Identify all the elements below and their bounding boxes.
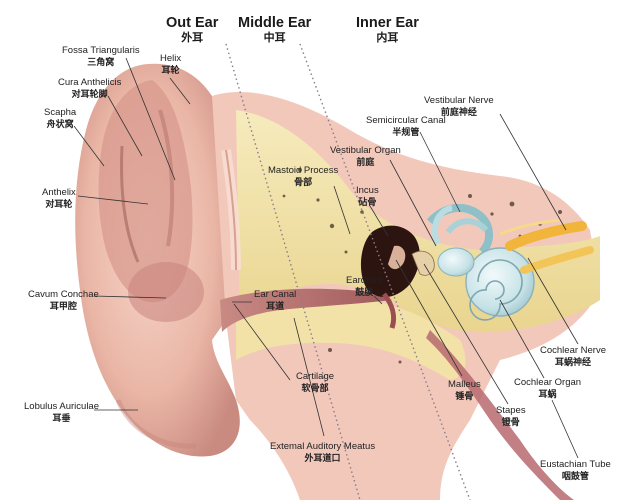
leader-vestibular-nerve — [499, 113, 567, 231]
label-cura-en: Cura Anthelicis — [58, 77, 122, 88]
leader-external — [293, 317, 325, 437]
label-anthelix: Anthelix 对耳轮 — [42, 187, 76, 209]
label-vestibular-organ-zh: 前庭 — [356, 156, 375, 167]
label-helix: Helix 耳轮 — [160, 53, 182, 75]
label-cochlear-nerve-en: Cochlear Nerve — [540, 345, 606, 356]
leader-cochlear-nerve — [527, 257, 579, 345]
label-anthelix-en: Anthelix — [42, 187, 76, 198]
header-inner-ear-en: Inner Ear — [356, 15, 419, 31]
label-cochlear-nerve: Cochlear Nerve 耳蜗神经 — [540, 345, 606, 367]
label-malleus-zh: 锤骨 — [455, 390, 474, 401]
label-cavum-conchae: Cavum Conchae 耳甲腔 — [28, 289, 99, 311]
label-cura-zh: 对耳轮脚 — [71, 88, 108, 99]
label-stapes-en: Stapes — [496, 405, 526, 416]
leader-fossa — [125, 57, 176, 181]
leader-cartilage — [233, 303, 291, 381]
leader-antihelix — [77, 195, 149, 205]
leader-mastoid — [333, 185, 351, 235]
label-scapha-zh: 舟状窝 — [46, 118, 74, 129]
label-eustachian-tube: Eustachian Tube 咽鼓管 — [540, 459, 611, 481]
label-stapes-zh: 镫骨 — [501, 416, 520, 427]
leader-stapes — [423, 263, 509, 405]
label-lobulus-zh: 耳垂 — [52, 412, 71, 423]
leader-semicircular — [419, 131, 461, 213]
header-outer-ear-en: Out Ear — [166, 15, 219, 31]
label-vestibular-nerve: Vestibular Nerve 前庭神经 — [424, 95, 494, 117]
label-semicircular-zh: 半规管 — [392, 126, 420, 137]
label-vestibular-organ-en: Vestibular Organ — [330, 145, 401, 156]
label-eustachian-en: Eustachian Tube — [540, 459, 611, 470]
label-eardrum-zh: 鼓膜 — [355, 286, 374, 297]
label-mastoid-zh: 骨部 — [294, 176, 313, 187]
section-dividers — [225, 43, 471, 500]
label-semicircular-en: Semicircular Canal — [366, 115, 446, 126]
leader-malleus — [395, 259, 463, 377]
label-earcanal-en: Ear Canal — [254, 289, 297, 300]
leader-vestibular-organ — [389, 159, 437, 247]
leader-incus — [369, 205, 389, 237]
label-mastoid-en: Mastoid Process — [268, 165, 339, 176]
label-helix-zh: 耳轮 — [161, 64, 180, 75]
label-cavum-zh: 耳甲腔 — [49, 300, 77, 311]
label-cochlear-organ: Cochlear Organ 耳蜗 — [514, 377, 582, 399]
leader-eustachian — [551, 399, 579, 459]
header-inner-ear-zh: 内耳 — [376, 31, 399, 44]
label-scapha: Scapha 舟状窝 — [44, 107, 77, 129]
auricle-shape — [75, 63, 240, 457]
label-incus-zh: 砧骨 — [358, 196, 377, 207]
label-cavum-en: Cavum Conchae — [28, 289, 99, 300]
header-inner-ear: Inner Ear 内耳 — [356, 15, 419, 44]
label-malleus-en: Malleus — [448, 379, 481, 390]
label-mastoid-process: Mastoid Process 骨部 — [268, 165, 339, 187]
label-lobulus-en: Lobulus Auriculae — [24, 401, 99, 412]
label-helix-en: Helix — [160, 53, 182, 64]
label-cochlear-nerve-zh: 耳蜗神经 — [554, 356, 591, 367]
label-external-en: Extemal Auditory Meatus — [270, 441, 376, 452]
label-incus-en: Incus — [356, 185, 379, 196]
label-cochlear-organ-en: Cochlear Organ — [514, 377, 582, 388]
label-external-zh: 外耳道口 — [304, 452, 341, 463]
label-cochlear-organ-zh: 耳蜗 — [538, 388, 557, 399]
label-cartilage-en: Cartilage — [296, 371, 335, 382]
label-lobulus-auriculae: Lobulus Auriculae 耳垂 — [24, 401, 99, 423]
label-fossa-en: Fossa Triangularis — [62, 45, 140, 56]
label-fossa-zh: 三角窝 — [87, 56, 115, 67]
header-outer-ear-zh: 外耳 — [181, 31, 204, 44]
label-cartilage-zh: 软骨部 — [301, 382, 329, 393]
label-eustachian-zh: 咽鼓管 — [561, 470, 589, 481]
header-outer-ear: Out Ear 外耳 — [166, 15, 219, 44]
label-external-auditory-meatus: Extemal Auditory Meatus 外耳道口 — [270, 441, 376, 463]
label-cartilage: Cartilage 软骨部 — [296, 371, 335, 393]
leader-helix — [169, 77, 191, 105]
label-vestibular-nerve-en: Vestibular Nerve — [424, 95, 494, 106]
label-earcanal-zh: 耳道 — [266, 300, 285, 311]
label-vestibular-nerve-zh: 前庭神经 — [440, 106, 477, 117]
label-anthelix-zh: 对耳轮 — [45, 198, 73, 209]
leader-scapha — [73, 125, 105, 167]
label-semicircular-canal: Semicircular Canal 半规管 — [366, 115, 446, 137]
label-cura-anthelicis: Cura Anthelicis 对耳轮脚 — [58, 77, 122, 99]
label-malleus: Malleus 锤骨 — [448, 379, 481, 401]
leader-cochlear-organ — [499, 299, 545, 379]
label-stapes: Stapes 镫骨 — [496, 405, 526, 427]
header-middle-ear-en: Middle Ear — [238, 15, 312, 31]
label-ear-canal: Ear Canal 耳道 — [254, 289, 297, 311]
header-middle-ear: Middle Ear 中耳 — [238, 15, 312, 44]
label-vestibular-organ: Vestibular Organ 前庭 — [330, 145, 401, 167]
label-fossa-triangularis: Fossa Triangularis 三角窝 — [62, 45, 140, 67]
middle-ear-structures — [360, 225, 574, 500]
label-incus: Incus 砧骨 — [356, 185, 379, 207]
label-scapha-en: Scapha — [44, 107, 77, 118]
inner-ear-structures — [426, 203, 594, 321]
leader-eardrum — [373, 295, 383, 305]
label-eardrum-en: Eardrum — [346, 275, 383, 286]
leader-cavum — [93, 295, 167, 299]
leader-lines — [73, 57, 579, 459]
label-eardrum: Eardrum 鼓膜 — [346, 275, 383, 297]
leader-cura — [107, 95, 143, 157]
header-middle-ear-zh: 中耳 — [263, 31, 286, 44]
